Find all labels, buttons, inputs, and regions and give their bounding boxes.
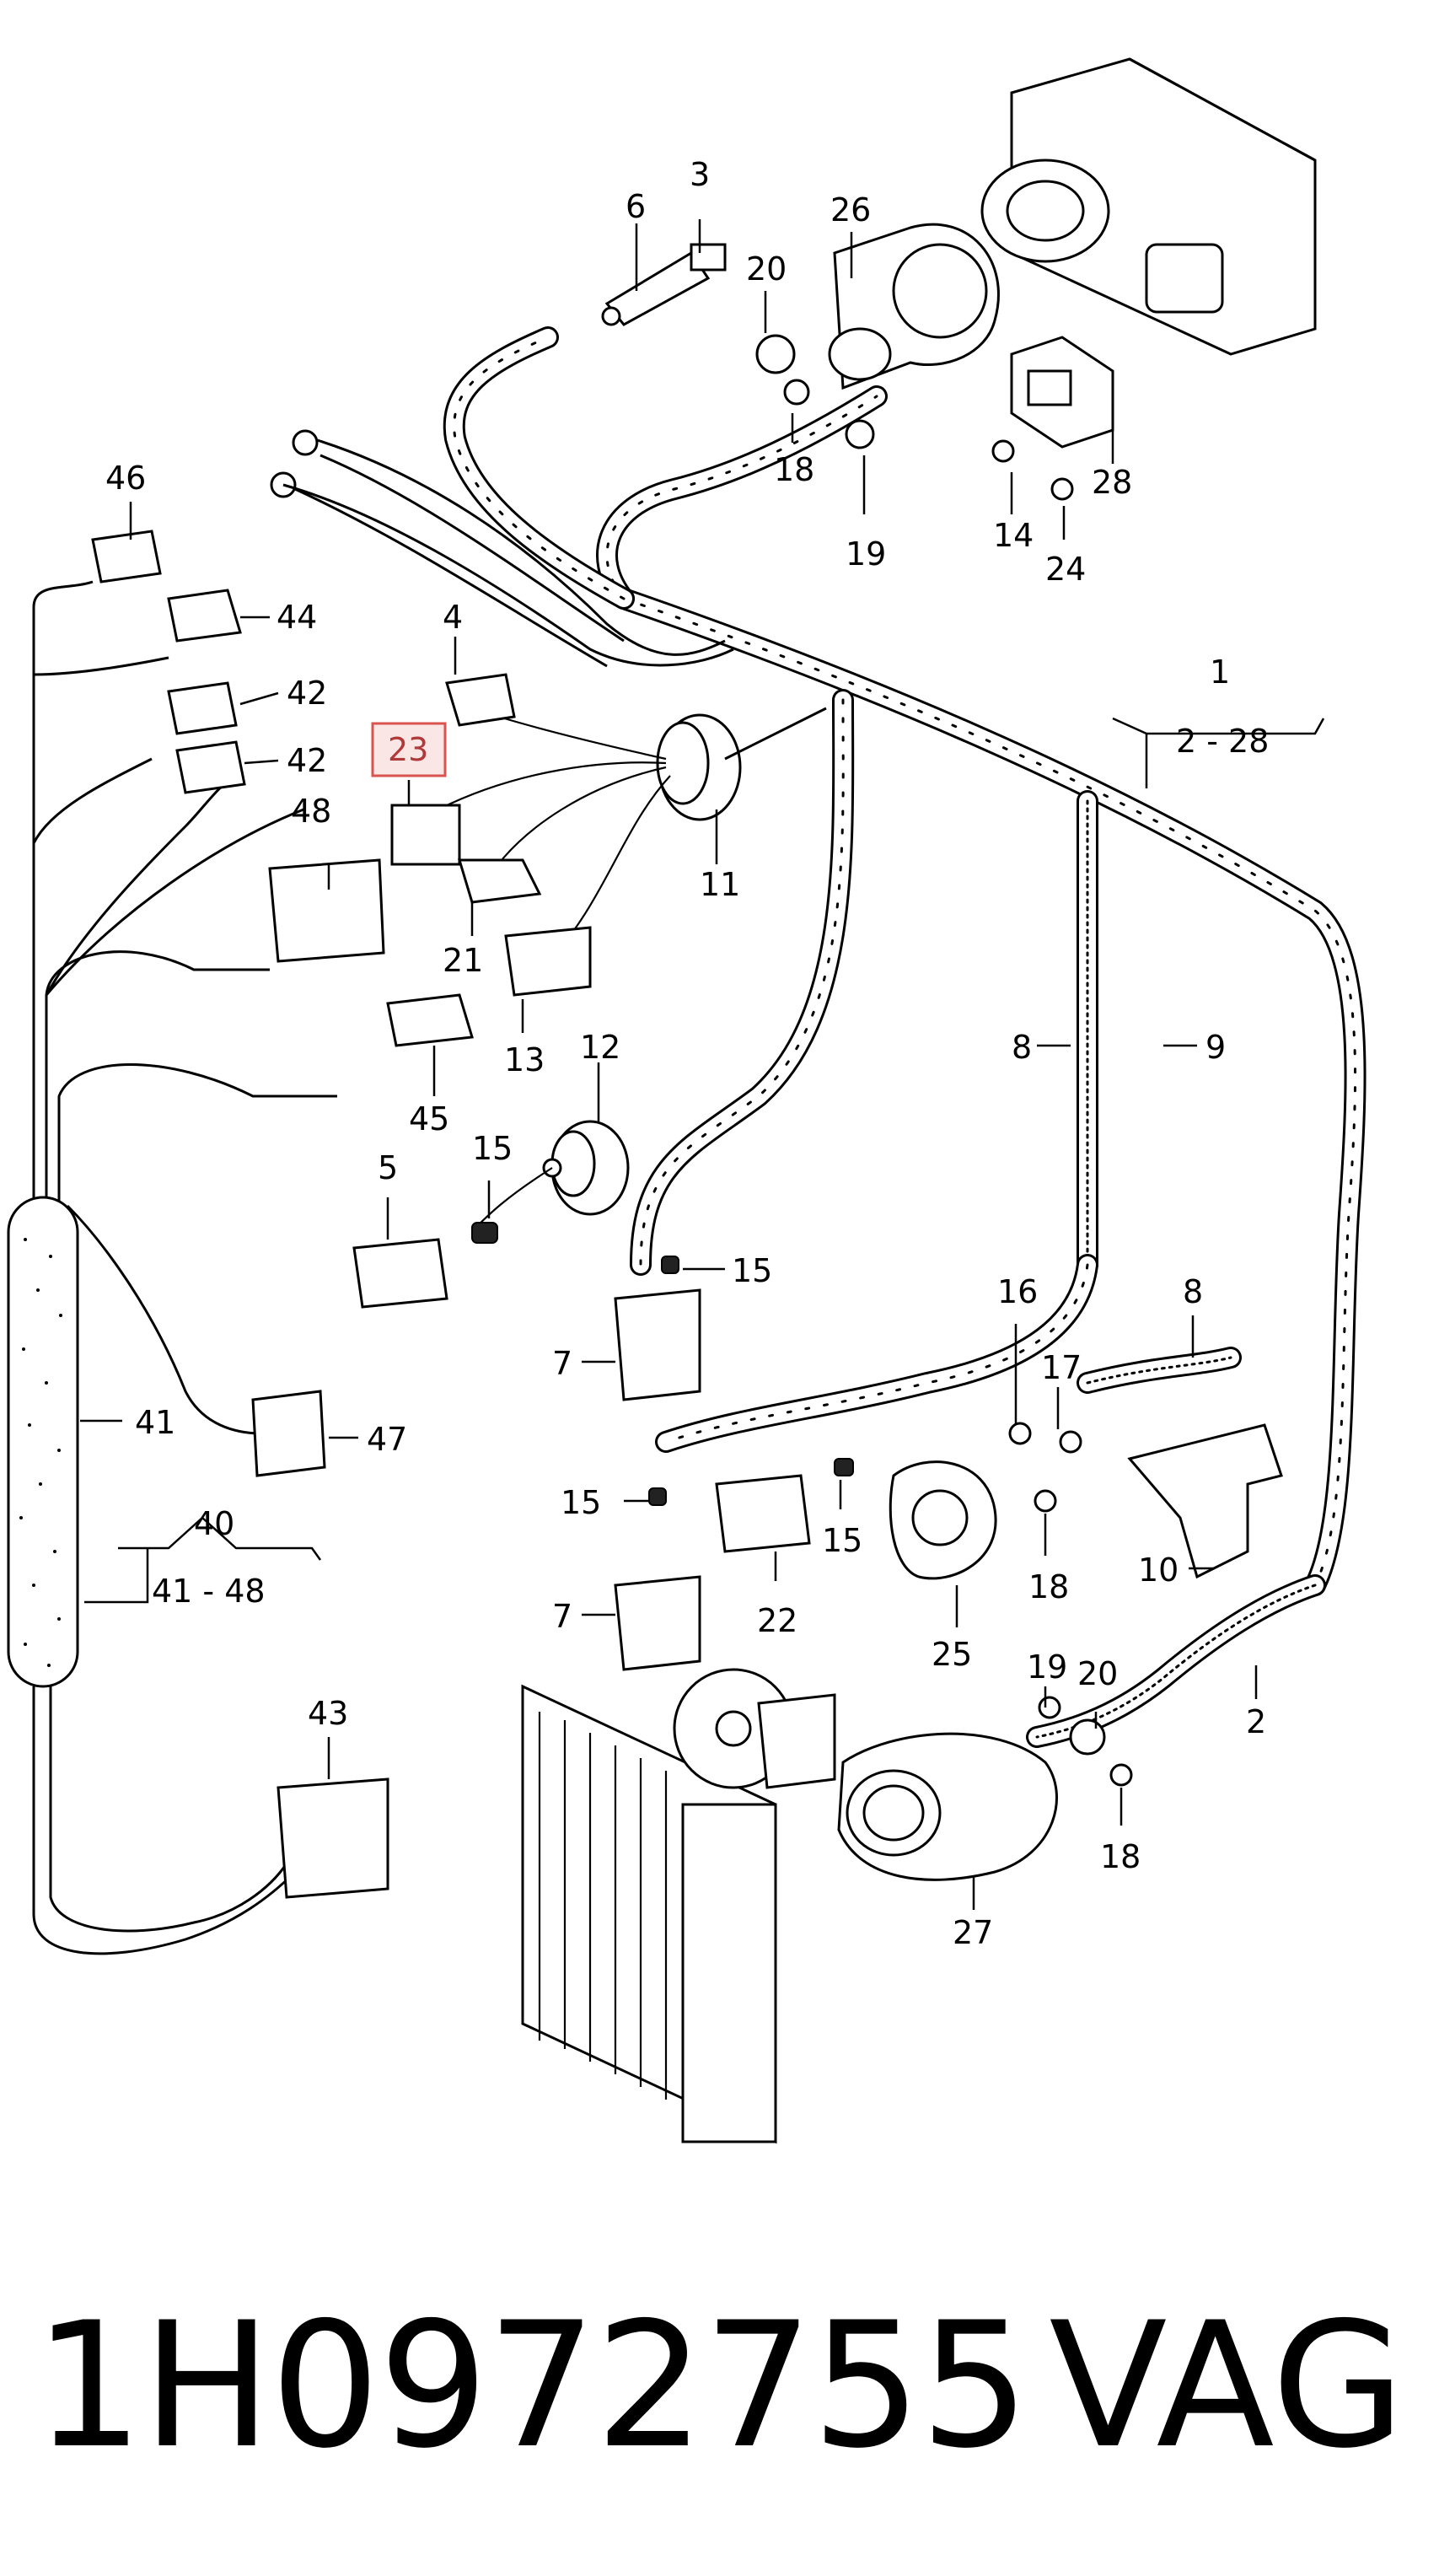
footer: 1H0972755 VAG [0, 2277, 1439, 2496]
connector-23-part [390, 804, 461, 866]
callout-41: 41 [135, 1404, 175, 1441]
callout-8a: 8 [1012, 1029, 1032, 1066]
callout-15a: 15 [472, 1130, 513, 1167]
callout-3: 3 [690, 156, 710, 193]
callout-41-48: 41 - 48 [152, 1573, 266, 1610]
connector-46 [91, 530, 162, 583]
callout-18c: 18 [1100, 1838, 1141, 1875]
callout-42a: 42 [287, 675, 327, 712]
connectors-lower-center [715, 1422, 1082, 1580]
callout-27: 27 [953, 1914, 993, 1951]
upper-harness-branch [443, 326, 888, 610]
small-parts-top [755, 334, 1074, 501]
relays-7 [614, 1256, 701, 1671]
leader-lines [80, 219, 1325, 1910]
callout-23: 23 [388, 731, 428, 768]
callout-46: 46 [105, 460, 146, 497]
callout-40: 40 [194, 1505, 234, 1542]
callout-13: 13 [504, 1041, 545, 1078]
ring-terminal-leads [270, 429, 734, 668]
callout-47: 47 [367, 1421, 407, 1458]
callout-2: 2 [1246, 1703, 1266, 1740]
callout-18a: 18 [774, 451, 814, 488]
left-harness [7, 580, 337, 1955]
callout-9: 9 [1205, 1029, 1226, 1066]
callout-18b: 18 [1028, 1568, 1069, 1605]
callout-2-28: 2 - 28 [1176, 723, 1269, 760]
connector-47 [251, 1390, 326, 1477]
connector-4 [445, 673, 516, 727]
grommet-12 [542, 1120, 630, 1216]
callout-7b: 7 [552, 1598, 572, 1635]
connector-28 [1010, 336, 1114, 449]
callout-20b: 20 [1077, 1655, 1118, 1692]
callout-48: 48 [291, 793, 331, 830]
connector-5 [352, 1238, 448, 1309]
callout-26: 26 [830, 191, 871, 229]
callout-28: 28 [1092, 464, 1132, 501]
callout-labels: 3 6 26 20 18 19 14 24 28 46 44 42 42 4 2… [105, 156, 1269, 1951]
brand-name: VAG [1049, 2286, 1405, 2487]
callout-15b: 15 [732, 1252, 772, 1289]
connector-21 [457, 858, 542, 904]
grommet-11 [656, 707, 827, 821]
connectors-left-column [91, 530, 389, 1899]
callout-25: 25 [932, 1636, 972, 1673]
connector-13 [504, 926, 592, 997]
callout-19a: 19 [846, 535, 886, 573]
callout-11: 11 [700, 866, 740, 903]
sensor-3-6 [601, 243, 727, 326]
highlight-box-23 [371, 722, 447, 777]
callout-7a: 7 [552, 1345, 572, 1382]
callout-21: 21 [443, 942, 483, 979]
connector-42b [175, 740, 246, 794]
terminal-15a [471, 1222, 498, 1244]
control-unit-top-right [980, 57, 1317, 356]
connector-42a [167, 681, 238, 735]
connector-45 [386, 993, 474, 1047]
connector-44 [167, 589, 242, 643]
callout-15d: 15 [822, 1522, 862, 1559]
connector-43 [277, 1777, 389, 1899]
callout-8b: 8 [1183, 1273, 1203, 1310]
connector-27 [837, 1696, 1133, 1881]
bracket-10 [1127, 1423, 1283, 1579]
callout-44: 44 [277, 599, 317, 636]
connector-48 [268, 858, 385, 963]
callout-16: 16 [997, 1273, 1038, 1310]
part-number: 1H0972755 [34, 2286, 1030, 2487]
callout-45: 45 [409, 1100, 449, 1137]
harness-center [630, 689, 1098, 1453]
callout-19b: 19 [1027, 1648, 1067, 1686]
terminal-15c [834, 1458, 854, 1476]
callout-43: 43 [308, 1695, 348, 1732]
callout-15c: 15 [561, 1484, 601, 1521]
callout-24: 24 [1045, 551, 1086, 588]
callout-1: 1 [1210, 653, 1230, 691]
wiring-harness-diagram: 3 6 26 20 18 19 14 24 28 46 44 42 42 4 2… [7, 57, 1367, 2144]
radiator-and-fan [521, 1668, 836, 2144]
sleeve-41-dots [19, 1238, 62, 1667]
callout-10: 10 [1138, 1552, 1179, 1589]
connector-26 [828, 223, 1000, 390]
callout-12: 12 [580, 1029, 620, 1066]
callout-4: 4 [443, 599, 463, 636]
callout-17: 17 [1041, 1349, 1082, 1386]
callout-22: 22 [757, 1602, 797, 1639]
callout-6: 6 [626, 188, 646, 225]
connector-22 [715, 1474, 811, 1553]
connectors-center-left [352, 673, 592, 1309]
callout-42b: 42 [287, 742, 327, 779]
callout-5: 5 [378, 1149, 398, 1186]
callout-14: 14 [993, 517, 1034, 554]
main-harness-1 [613, 588, 1367, 1596]
callout-20a: 20 [746, 250, 787, 288]
